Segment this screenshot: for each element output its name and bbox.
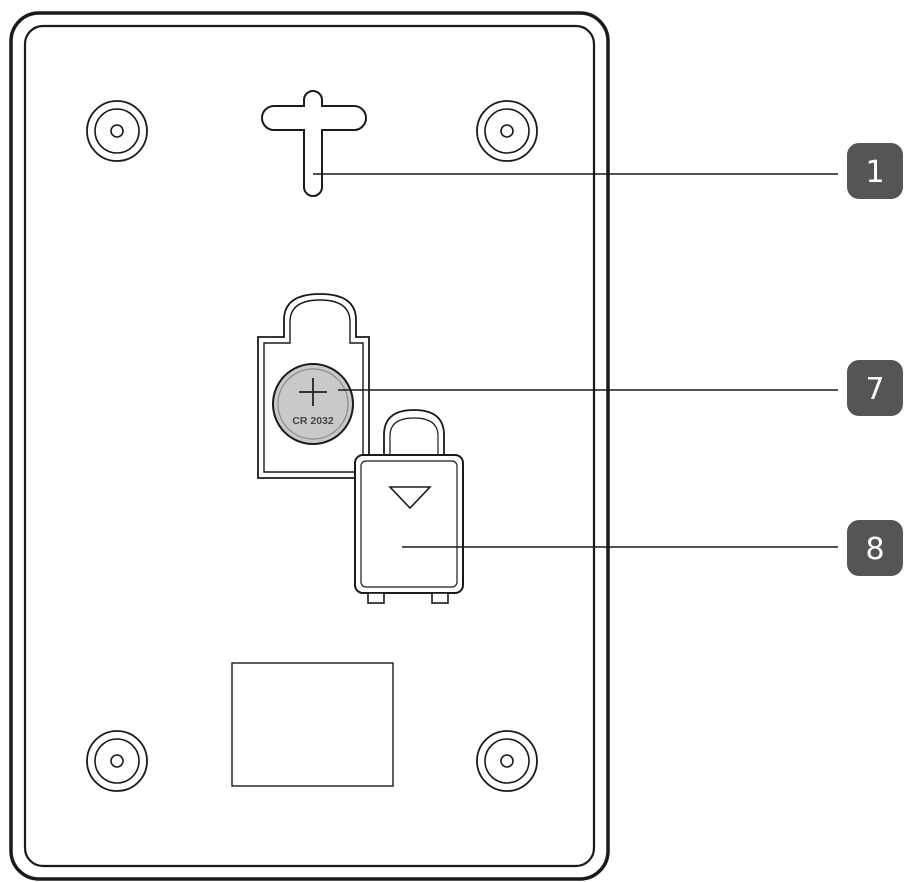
callout-number-7: 7 — [865, 372, 884, 407]
product-label-area — [231, 662, 394, 787]
screw-top-right — [476, 100, 538, 162]
battery-type-label: CR 2032 — [292, 415, 334, 427]
screw-bottom-left — [86, 730, 148, 792]
callout-badge-1: 1 — [847, 143, 903, 199]
arrow-down-icon — [388, 486, 432, 510]
coin-cell-battery: CR 2032 — [272, 363, 354, 445]
device-outer-frame — [9, 11, 610, 881]
cover-tab-left — [367, 592, 385, 604]
cover-tab-right — [431, 592, 449, 604]
callout-number-8: 8 — [865, 532, 884, 567]
callout-badge-8: 8 — [847, 520, 903, 576]
callout-number-1: 1 — [865, 155, 884, 190]
callout-badge-7: 7 — [847, 360, 903, 416]
screw-bottom-right — [476, 730, 538, 792]
wall-mount-keyhole — [261, 90, 367, 197]
device-inner-frame — [23, 24, 596, 868]
battery-cover — [354, 409, 464, 604]
screw-top-left — [86, 100, 148, 162]
battery-compartment — [257, 293, 370, 479]
